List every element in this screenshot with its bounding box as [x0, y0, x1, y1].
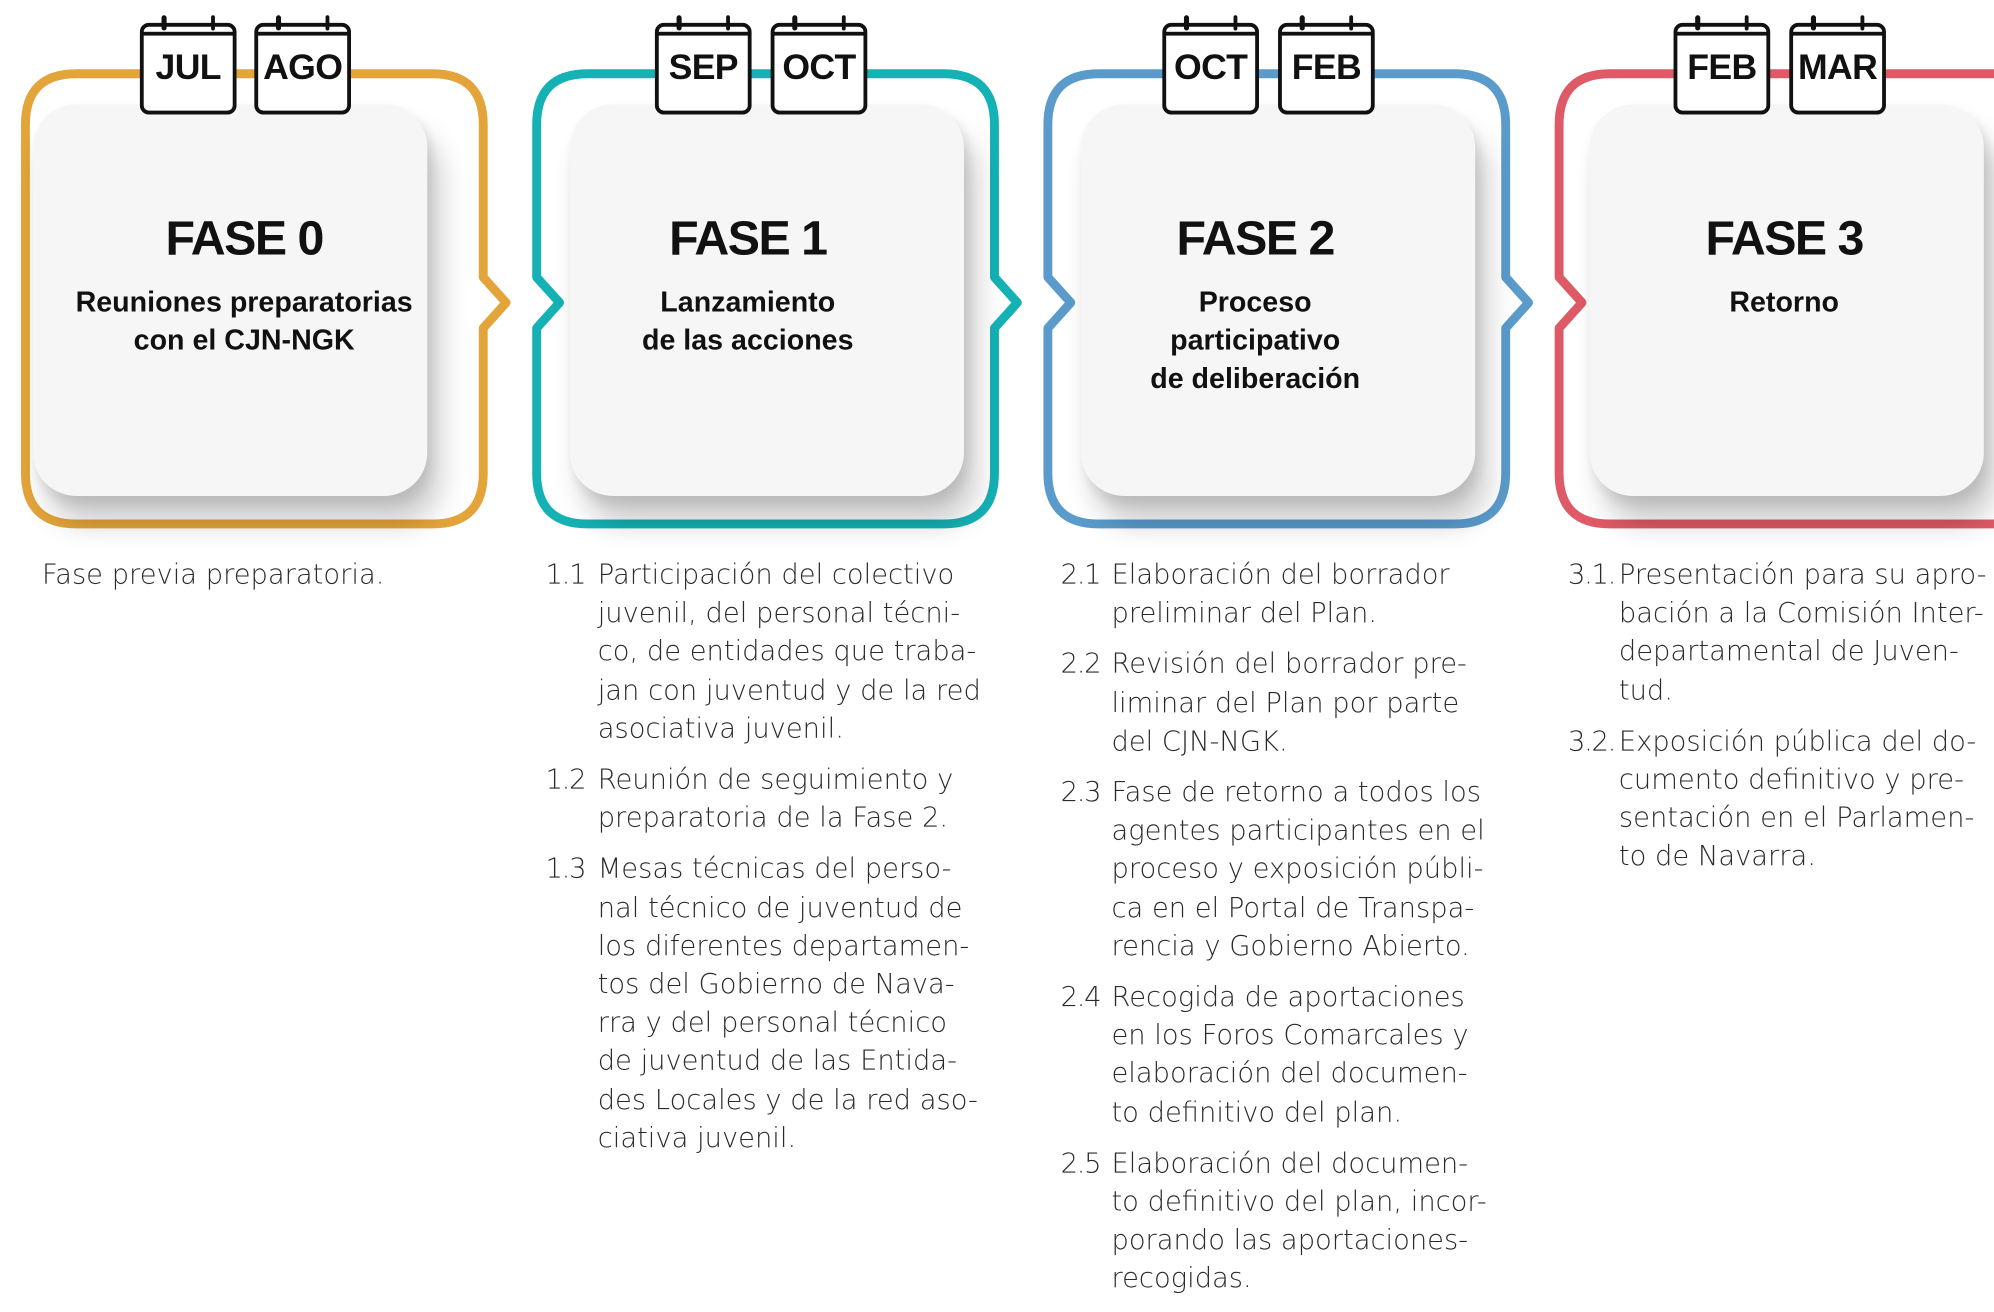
step-item: 1.1 Participación del colectivo juvenil,…: [546, 557, 985, 749]
calendar-icon: MAR: [1789, 15, 1886, 115]
calendar-icon: AGO: [254, 15, 351, 115]
phase-title: FASE 2: [1176, 212, 1335, 266]
phase-3-frame: [1554, 69, 1994, 529]
step-number: 3.1.: [1568, 559, 1616, 592]
month-start: OCT: [1174, 47, 1248, 87]
step-number: 2.3: [1060, 777, 1102, 809]
phase-2-frame: [1043, 69, 1534, 529]
phase-subtitle: Retorno: [1729, 286, 1840, 318]
month-start: JUL: [155, 47, 222, 87]
phase-title: FASE 1: [669, 212, 828, 266]
calendar-icon: OCT: [1162, 15, 1259, 115]
step-item: 2.5 Elaboración del documen- to definiti…: [1061, 1146, 1500, 1300]
phase-1: SEP OCT FASE 1 Lanzamiento de las accion…: [511, 0, 1022, 1302]
step-item: 2.1 Elaboración del borrador preliminar …: [1061, 557, 1500, 634]
phase-2-card: [1080, 104, 1476, 496]
calendar-icon: OCT: [770, 15, 868, 115]
month-end: FEB: [1291, 47, 1362, 87]
phase-subtitle: Lanzamiento de las acciones: [641, 286, 854, 357]
phase-0-card: [33, 104, 428, 496]
month-start: SEP: [668, 47, 739, 87]
calendar-icon: JUL: [139, 15, 237, 115]
calendar-icon: FEB: [1673, 15, 1771, 115]
month-end: AGO: [263, 47, 343, 87]
step-item: 1.3 Mesas técnicas del perso- nal técnic…: [546, 851, 985, 1158]
phase-subtitle: Proceso participativo de deliberación: [1150, 286, 1361, 395]
step-number: 2.1: [1060, 559, 1102, 592]
phase-title: FASE 0: [165, 212, 324, 266]
step-item: 2.2 Revisión del borrador pre- liminar d…: [1061, 647, 1500, 762]
phase-3: FEB MAR FASE 3 Retorno 3.1. Presentación…: [1534, 0, 1994, 1302]
phase-description: Fase previa preparatoria.: [41, 559, 385, 592]
month-start: FEB: [1687, 47, 1757, 87]
step-item: 2.3 Fase de retorno a todos los agentes …: [1061, 774, 1500, 966]
phase-steps: 2.1 Elaboración del borrador preliminar …: [1061, 557, 1500, 1312]
step-number: 2.2: [1060, 649, 1102, 681]
step-number: 1.2: [545, 764, 587, 797]
phase-3-card: [1589, 104, 1984, 496]
month-end: OCT: [782, 47, 856, 87]
step-number: 3.2.: [1568, 725, 1616, 758]
phase-0-frame: [20, 69, 511, 529]
step-item: 3.2. Exposición pública del do- cumento …: [1568, 723, 1994, 877]
month-end: MAR: [1798, 47, 1878, 87]
phase-subtitle: Reuniones preparatorias con el CJN-NGK: [75, 286, 413, 357]
step-number: 1.1: [545, 559, 587, 592]
calendar-icon: FEB: [1278, 15, 1375, 115]
phase-1-card: [569, 104, 964, 496]
phase-0: JUL AGO FASE 0 Reuniones preparatorias c…: [0, 0, 511, 1302]
step-number: 1.3: [545, 853, 587, 886]
phase-2: OCT FEB FASE 2 Proceso participativo de …: [1022, 0, 1534, 1302]
phase-1-frame: [532, 69, 1022, 529]
step-item: 3.1. Presentación para su apro- bación a…: [1568, 557, 1994, 711]
calendar-icon: SEP: [654, 15, 752, 115]
phase-title: FASE 3: [1705, 212, 1865, 266]
step-number: 2.5: [1060, 1148, 1102, 1180]
step-item: 1.2 Reunión de seguimiento y preparatori…: [546, 762, 985, 839]
phase-steps: 3.1. Presentación para su apro- bación a…: [1568, 557, 1994, 890]
step-number: 2.4: [1060, 981, 1102, 1014]
phase-steps: 1.1 Participación del colectivo juvenil,…: [546, 557, 985, 1171]
step-item: 2.4 Recogida de aportaciones en los Foro…: [1061, 979, 1500, 1133]
